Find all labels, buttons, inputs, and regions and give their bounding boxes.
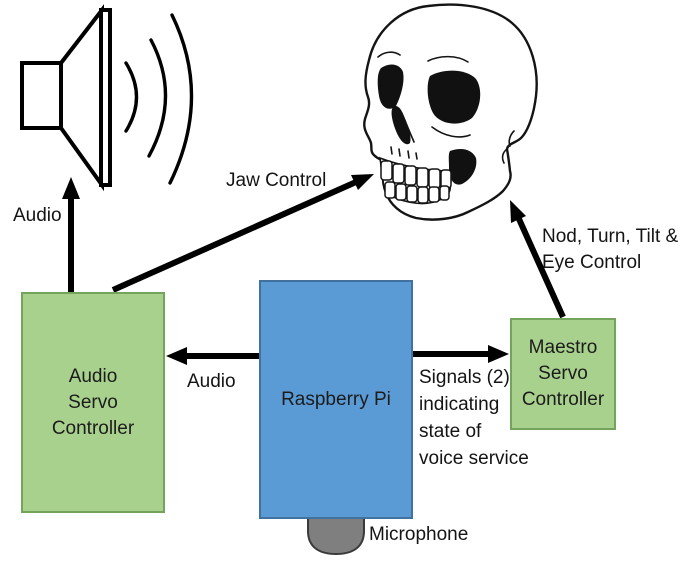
signals-label-line1: Signals (2): [419, 367, 510, 388]
audio-to-speaker-label: Audio: [13, 205, 62, 226]
arrow-jaw-control: [111, 174, 374, 293]
maestro-label-line2: Servo: [538, 363, 588, 384]
skull-icon: [363, 3, 538, 221]
signals-label: Signals (2) indicating state of voice se…: [419, 364, 529, 472]
maestro-label-line1: Maestro: [528, 337, 598, 358]
signals-label-line4: voice service: [419, 448, 529, 469]
nod-turn-tilt-label-line1: Nod, Turn, Tilt &: [542, 226, 679, 247]
arrow-pi-to-audio-servo: [166, 347, 259, 365]
audio-servo-controller-label-line3: Controller: [51, 417, 135, 439]
raspberry-pi-label: Raspberry Pi: [281, 388, 391, 410]
speaker-icon: [20, 4, 112, 192]
audio-servo-controller-box: Audio Servo Controller: [21, 292, 165, 513]
audio-servo-controller-label-line1: Audio: [68, 365, 118, 387]
signals-label-line2: indicating: [419, 394, 500, 415]
raspberry-pi-box: Raspberry Pi: [259, 280, 413, 519]
jaw-control-label: Jaw Control: [226, 170, 327, 191]
arrow-audio-to-speaker: [62, 177, 80, 292]
nod-turn-tilt-label: Nod, Turn, Tilt & Eye Control: [542, 224, 678, 276]
nod-turn-tilt-label-line2: Eye Control: [542, 252, 642, 273]
microphone-label: Microphone: [369, 524, 469, 545]
audio-to-servo-label: Audio: [187, 371, 236, 392]
maestro-label-line3: Controller: [521, 389, 605, 410]
skull-teeth: [380, 160, 452, 204]
audio-servo-controller-label-line2: Servo: [68, 391, 118, 413]
sound-waves-icon: [124, 13, 194, 185]
arrow-maestro-to-skull: [510, 200, 566, 319]
maestro-servo-controller-box: Maestro Servo Controller: [510, 318, 616, 430]
signals-label-line3: state of: [419, 421, 482, 442]
microphone-icon: [307, 513, 365, 556]
arrow-pi-to-maestro: [413, 345, 509, 363]
